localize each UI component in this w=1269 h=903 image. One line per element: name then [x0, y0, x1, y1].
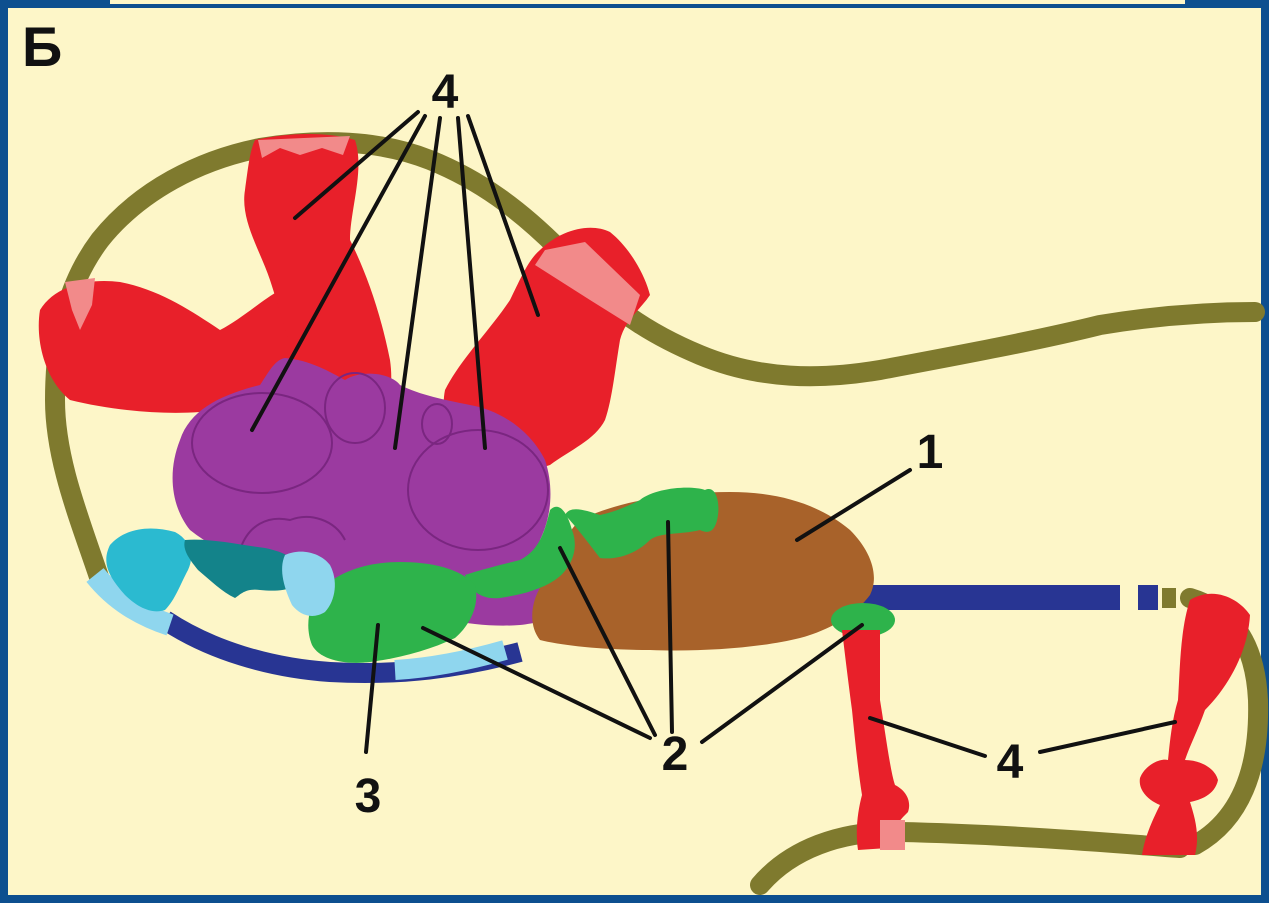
label-3: 3 [355, 770, 382, 823]
label-2: 2 [662, 728, 689, 781]
navy-bar-short [1138, 585, 1158, 610]
olive-bar-short [1162, 588, 1176, 608]
top-edge-strip [110, 0, 1185, 4]
label-4-top: 4 [432, 66, 459, 119]
pink-tip-lower [880, 820, 905, 850]
panel-letter: Б [22, 15, 62, 78]
navy-bar [842, 585, 1120, 610]
label-4-right: 4 [997, 736, 1024, 789]
label-1: 1 [917, 426, 944, 479]
